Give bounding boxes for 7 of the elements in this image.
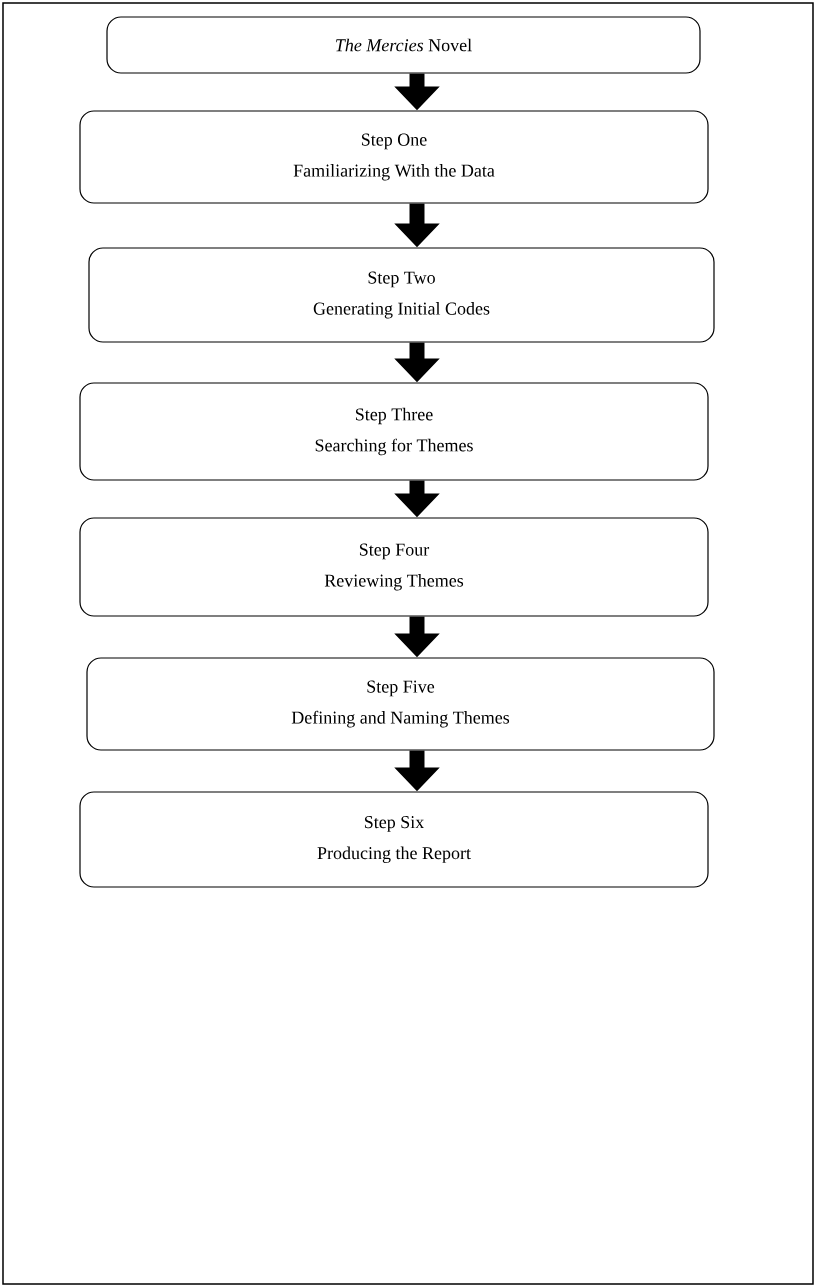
step-box: Step Five Defining and Naming Themes [86, 657, 715, 751]
step-box: Step One Familiarizing With the Data [79, 110, 709, 204]
step-box: Step Six Producing the Report [79, 791, 709, 888]
source-box: The Mercies Novel [106, 16, 701, 74]
step-box: Step Four Reviewing Themes [79, 517, 709, 617]
step-box: Step Three Searching for Themes [79, 382, 709, 481]
step-box: Step Two Generating Initial Codes [88, 247, 715, 343]
